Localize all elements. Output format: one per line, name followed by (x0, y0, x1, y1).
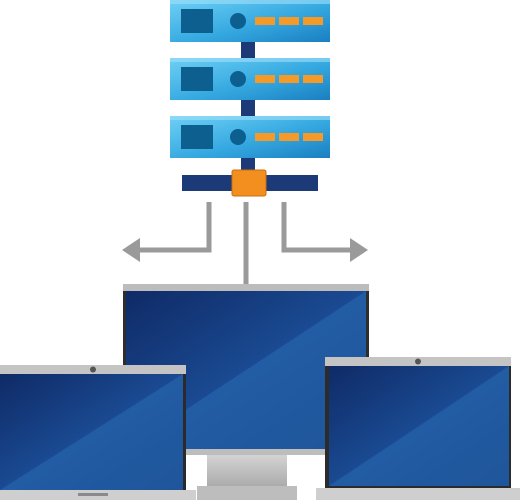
server-unit-1 (170, 0, 330, 42)
server-rack (170, 0, 330, 158)
server-indicator-light (303, 133, 323, 141)
server-highlight (170, 58, 330, 62)
right-laptop-camera-icon (415, 358, 421, 365)
server-power-icon (230, 13, 246, 29)
left-laptop-screen-glare (0, 374, 183, 490)
desktop-stand-base (197, 486, 297, 500)
right-laptop (316, 357, 520, 500)
desktop-bottom-edge (123, 449, 369, 455)
network-hub (231, 169, 267, 197)
server-indicator-light (279, 17, 299, 25)
server-indicator-light (255, 75, 275, 83)
left-arrow (135, 202, 212, 253)
server-unit-2 (170, 58, 330, 100)
server-highlight (170, 116, 330, 120)
right-laptop-base (316, 488, 520, 500)
server-indicator-light (303, 17, 323, 25)
server-highlight (170, 0, 330, 4)
server-drive-panel (181, 125, 213, 149)
server-drive-panel (181, 67, 213, 91)
left-arrowhead-icon (122, 238, 140, 262)
desktop-stand-neck (207, 452, 287, 488)
right-laptop-screen-glare (329, 366, 509, 486)
server-power-icon (230, 71, 246, 87)
server-power-icon (230, 129, 246, 145)
server-indicator-light (279, 75, 299, 83)
right-arrow (281, 202, 352, 253)
desktop-top-edge (123, 284, 369, 291)
server-indicator-light (255, 133, 275, 141)
left-laptop (0, 365, 196, 500)
server-indicator-light (255, 17, 275, 25)
left-laptop-camera-icon (90, 366, 96, 373)
server-unit-3 (170, 116, 330, 158)
server-drive-panel (181, 9, 213, 33)
server-indicator-light (303, 75, 323, 83)
right-arrowhead-icon (350, 238, 368, 262)
left-laptop-notch (78, 493, 108, 496)
server-indicator-light (279, 133, 299, 141)
